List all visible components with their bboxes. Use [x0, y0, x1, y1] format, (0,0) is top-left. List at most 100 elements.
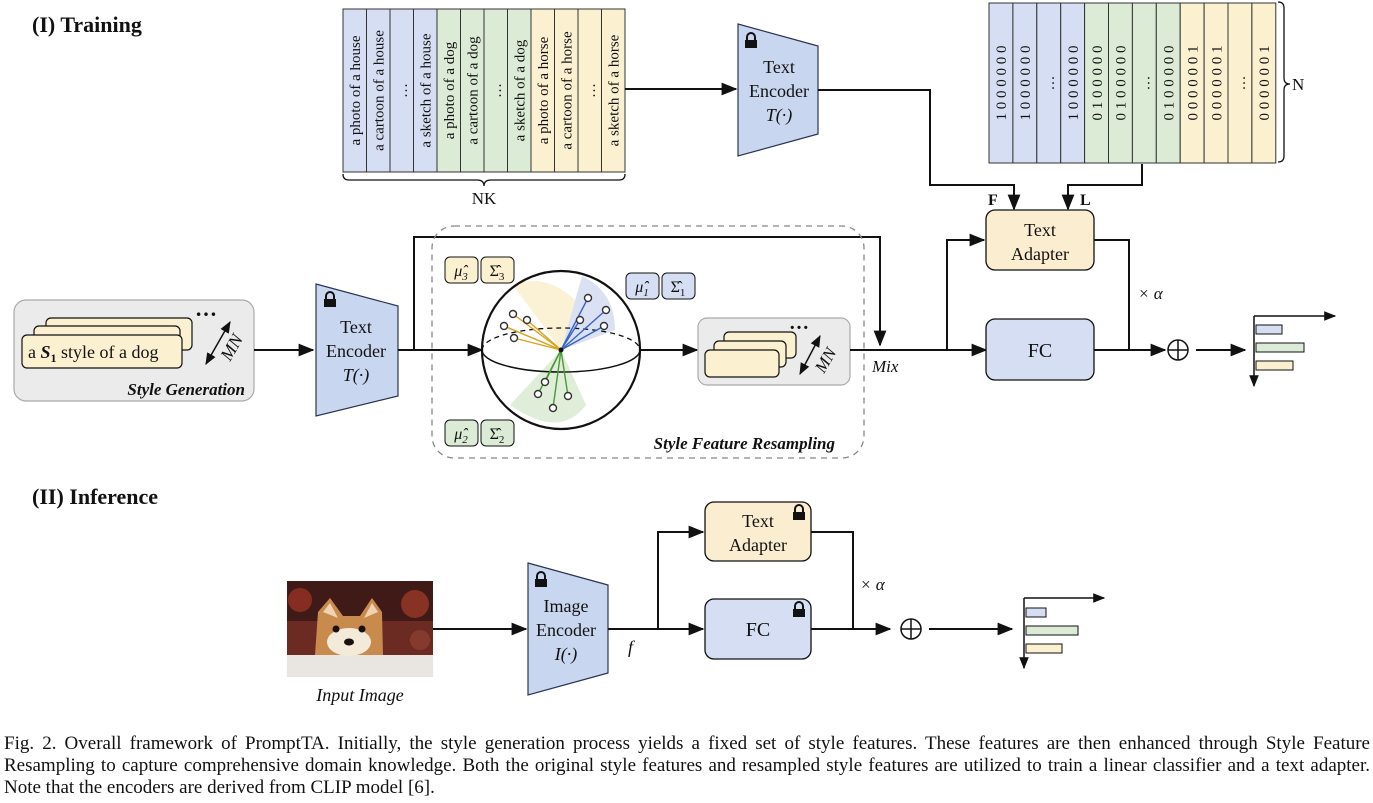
onehot-column-text: … [1138, 76, 1154, 91]
onehot-column-text: 0 0 0 0 0 0 1 [1185, 46, 1201, 121]
onehot-column-cell [1251, 2, 1277, 164]
encoder-to-adapter-arrow [657, 525, 705, 629]
mn-arrow [205, 320, 231, 366]
text-adapter-train-label-1: Text [1024, 220, 1056, 240]
mix-label: Mix [871, 357, 899, 376]
mix-to-adapter-arrow [946, 233, 986, 350]
style-prompt-card [21, 334, 183, 369]
input-image [287, 581, 433, 677]
sigma-3: Σ̂3 [490, 263, 505, 283]
onehot-column-text: 1 0 0 0 0 0 0 [1066, 46, 1082, 121]
logit-bar-blue [1025, 607, 1047, 618]
prompt-column-text: a cartoon of a house [372, 30, 388, 151]
stack-ellipsis: … [195, 296, 217, 321]
stats-3: μ̂3 Σ̂3 [444, 256, 515, 284]
output-logits-train [1249, 311, 1337, 388]
prompt-column-text: … [395, 83, 411, 98]
n-label: N [1292, 75, 1304, 94]
prompt-column-text: a cartoon of a dog [466, 36, 482, 145]
label-L: L [1080, 192, 1091, 209]
style-generation-box: a S1 style of a dog … MN Style Generatio… [13, 296, 255, 402]
training-title: (I) Training [32, 12, 142, 37]
text-encoder-mid-label-2: Encoder [326, 341, 386, 361]
sigma-1: Σ̂1 [671, 279, 686, 299]
fc-train-label: FC [1028, 340, 1052, 362]
framework-diagram: (I) Training (II) Inference a photo of a… [13, 1, 1337, 705]
text-encoder-mid-label-3: T(·) [343, 365, 370, 386]
feature-arrow [818, 89, 1021, 211]
alpha-label-infer: × α [860, 575, 886, 594]
stats-1: μ̂1 Σ̂1 [625, 272, 696, 300]
text-adapter-train: Text Adapter [985, 209, 1095, 271]
mn-arrow-2 [799, 334, 821, 376]
onehot-column-text: 1 0 0 0 0 0 0 [994, 45, 1010, 120]
onehot-column-text: … [1233, 76, 1249, 91]
nk-label: NK [472, 189, 497, 208]
logit-bar-green [1025, 625, 1079, 636]
fc-train: FC [985, 318, 1095, 381]
text-adapter-infer: Text Adapter [704, 501, 812, 562]
prompt-column-text: … [489, 83, 505, 98]
label-arrow [1061, 164, 1143, 211]
resampling-box [431, 225, 865, 459]
adapter-out-line [1094, 239, 1130, 350]
onehot-column-text: … [1042, 76, 1058, 91]
onehot-column-text: 0 0 0 0 0 0 1 [1257, 46, 1273, 121]
onehot-column-text: 0 1 0 0 0 0 0 [1162, 46, 1178, 121]
resampled-features-box: … MN [697, 312, 851, 386]
text-encoder-mid: Text Encoder T(·) [315, 283, 399, 417]
text-encoder-top-label-1: Text [763, 57, 795, 77]
prompt-column-text: a photo of a dog [442, 41, 458, 139]
fc-infer-label: FC [746, 619, 770, 641]
prompt-table: a photo of a house a cartoon of a house … a… [342, 8, 626, 173]
image-encoder: Image Encoder I(·) [527, 562, 609, 696]
bypass-arrow [398, 236, 887, 351]
prompt-column-text: a sketch of a horse [607, 34, 623, 146]
onehot-column-text: 0 1 0 0 0 0 0 [1114, 46, 1130, 121]
style-prompt-text: a S1 style of a dog [28, 342, 159, 365]
onehot-column-text: 0 1 0 0 0 0 0 [1090, 46, 1106, 121]
prompt-column-text: a sketch of a house [419, 33, 435, 147]
sum-icon-infer [900, 618, 922, 640]
prompt-column-text: a photo of a house [348, 35, 364, 145]
resampled-ellipsis: … [789, 312, 809, 334]
output-logits-infer [1019, 593, 1106, 670]
label-F: F [988, 192, 998, 209]
logit-bar-blue [1255, 324, 1283, 335]
image-encoder-label-3: I(·) [554, 644, 577, 665]
hypersphere [480, 269, 642, 431]
resampling-label: Style Feature Resampling [654, 434, 836, 453]
image-encoder-label-1: Image [544, 596, 589, 616]
sigma-2: Σ̂2 [490, 426, 505, 446]
prompt-column-text: a cartoon of a horse [560, 31, 576, 150]
onehot-column-text: 0 0 0 0 0 0 1 [1209, 46, 1225, 121]
logit-bar-yellow [1255, 360, 1294, 371]
image-encoder-label-2: Encoder [536, 620, 596, 640]
input-image-label: Input Image [315, 685, 403, 705]
text-adapter-train-label-2: Adapter [1011, 244, 1069, 264]
text-encoder-top-label-2: Encoder [749, 81, 809, 101]
alpha-label-train: × α [1138, 284, 1164, 303]
n-brace [1277, 1, 1291, 163]
text-adapter-infer-label-2: Adapter [729, 535, 787, 555]
prompt-column-text: a sketch of a dog [513, 39, 529, 141]
text-encoder-top-label-3: T(·) [766, 105, 793, 126]
sum-icon-train [1167, 339, 1189, 361]
text-adapter-infer-label-1: Text [742, 511, 774, 531]
onehot-label-table: 1 0 0 0 0 0 0 1 0 0 0 0 0 0 … 1 0 0 0 0 0 0… [988, 2, 1277, 164]
inference-title: (II) Inference [32, 484, 158, 509]
text-encoder-mid-label-1: Text [340, 317, 372, 337]
fc-infer: FC [704, 598, 812, 660]
stats-2: μ̂2 Σ̂2 [444, 419, 515, 447]
logit-bar-green [1255, 342, 1305, 353]
adapter-out-line-infer [811, 531, 854, 629]
nk-brace [342, 173, 626, 187]
prompt-column-cell [601, 8, 626, 173]
logit-bar-yellow [1025, 643, 1063, 654]
prompt-column-text: … [583, 83, 599, 98]
figure-caption: Fig. 2. Overall framework of PromptTA. I… [4, 733, 1370, 798]
onehot-column-text: 1 0 0 0 0 0 0 [1018, 46, 1034, 121]
text-encoder-top: Text Encoder T(·) [737, 23, 819, 157]
style-generation-label: Style Generation [127, 380, 245, 399]
prompt-column-text: a photo of a horse [536, 36, 552, 144]
